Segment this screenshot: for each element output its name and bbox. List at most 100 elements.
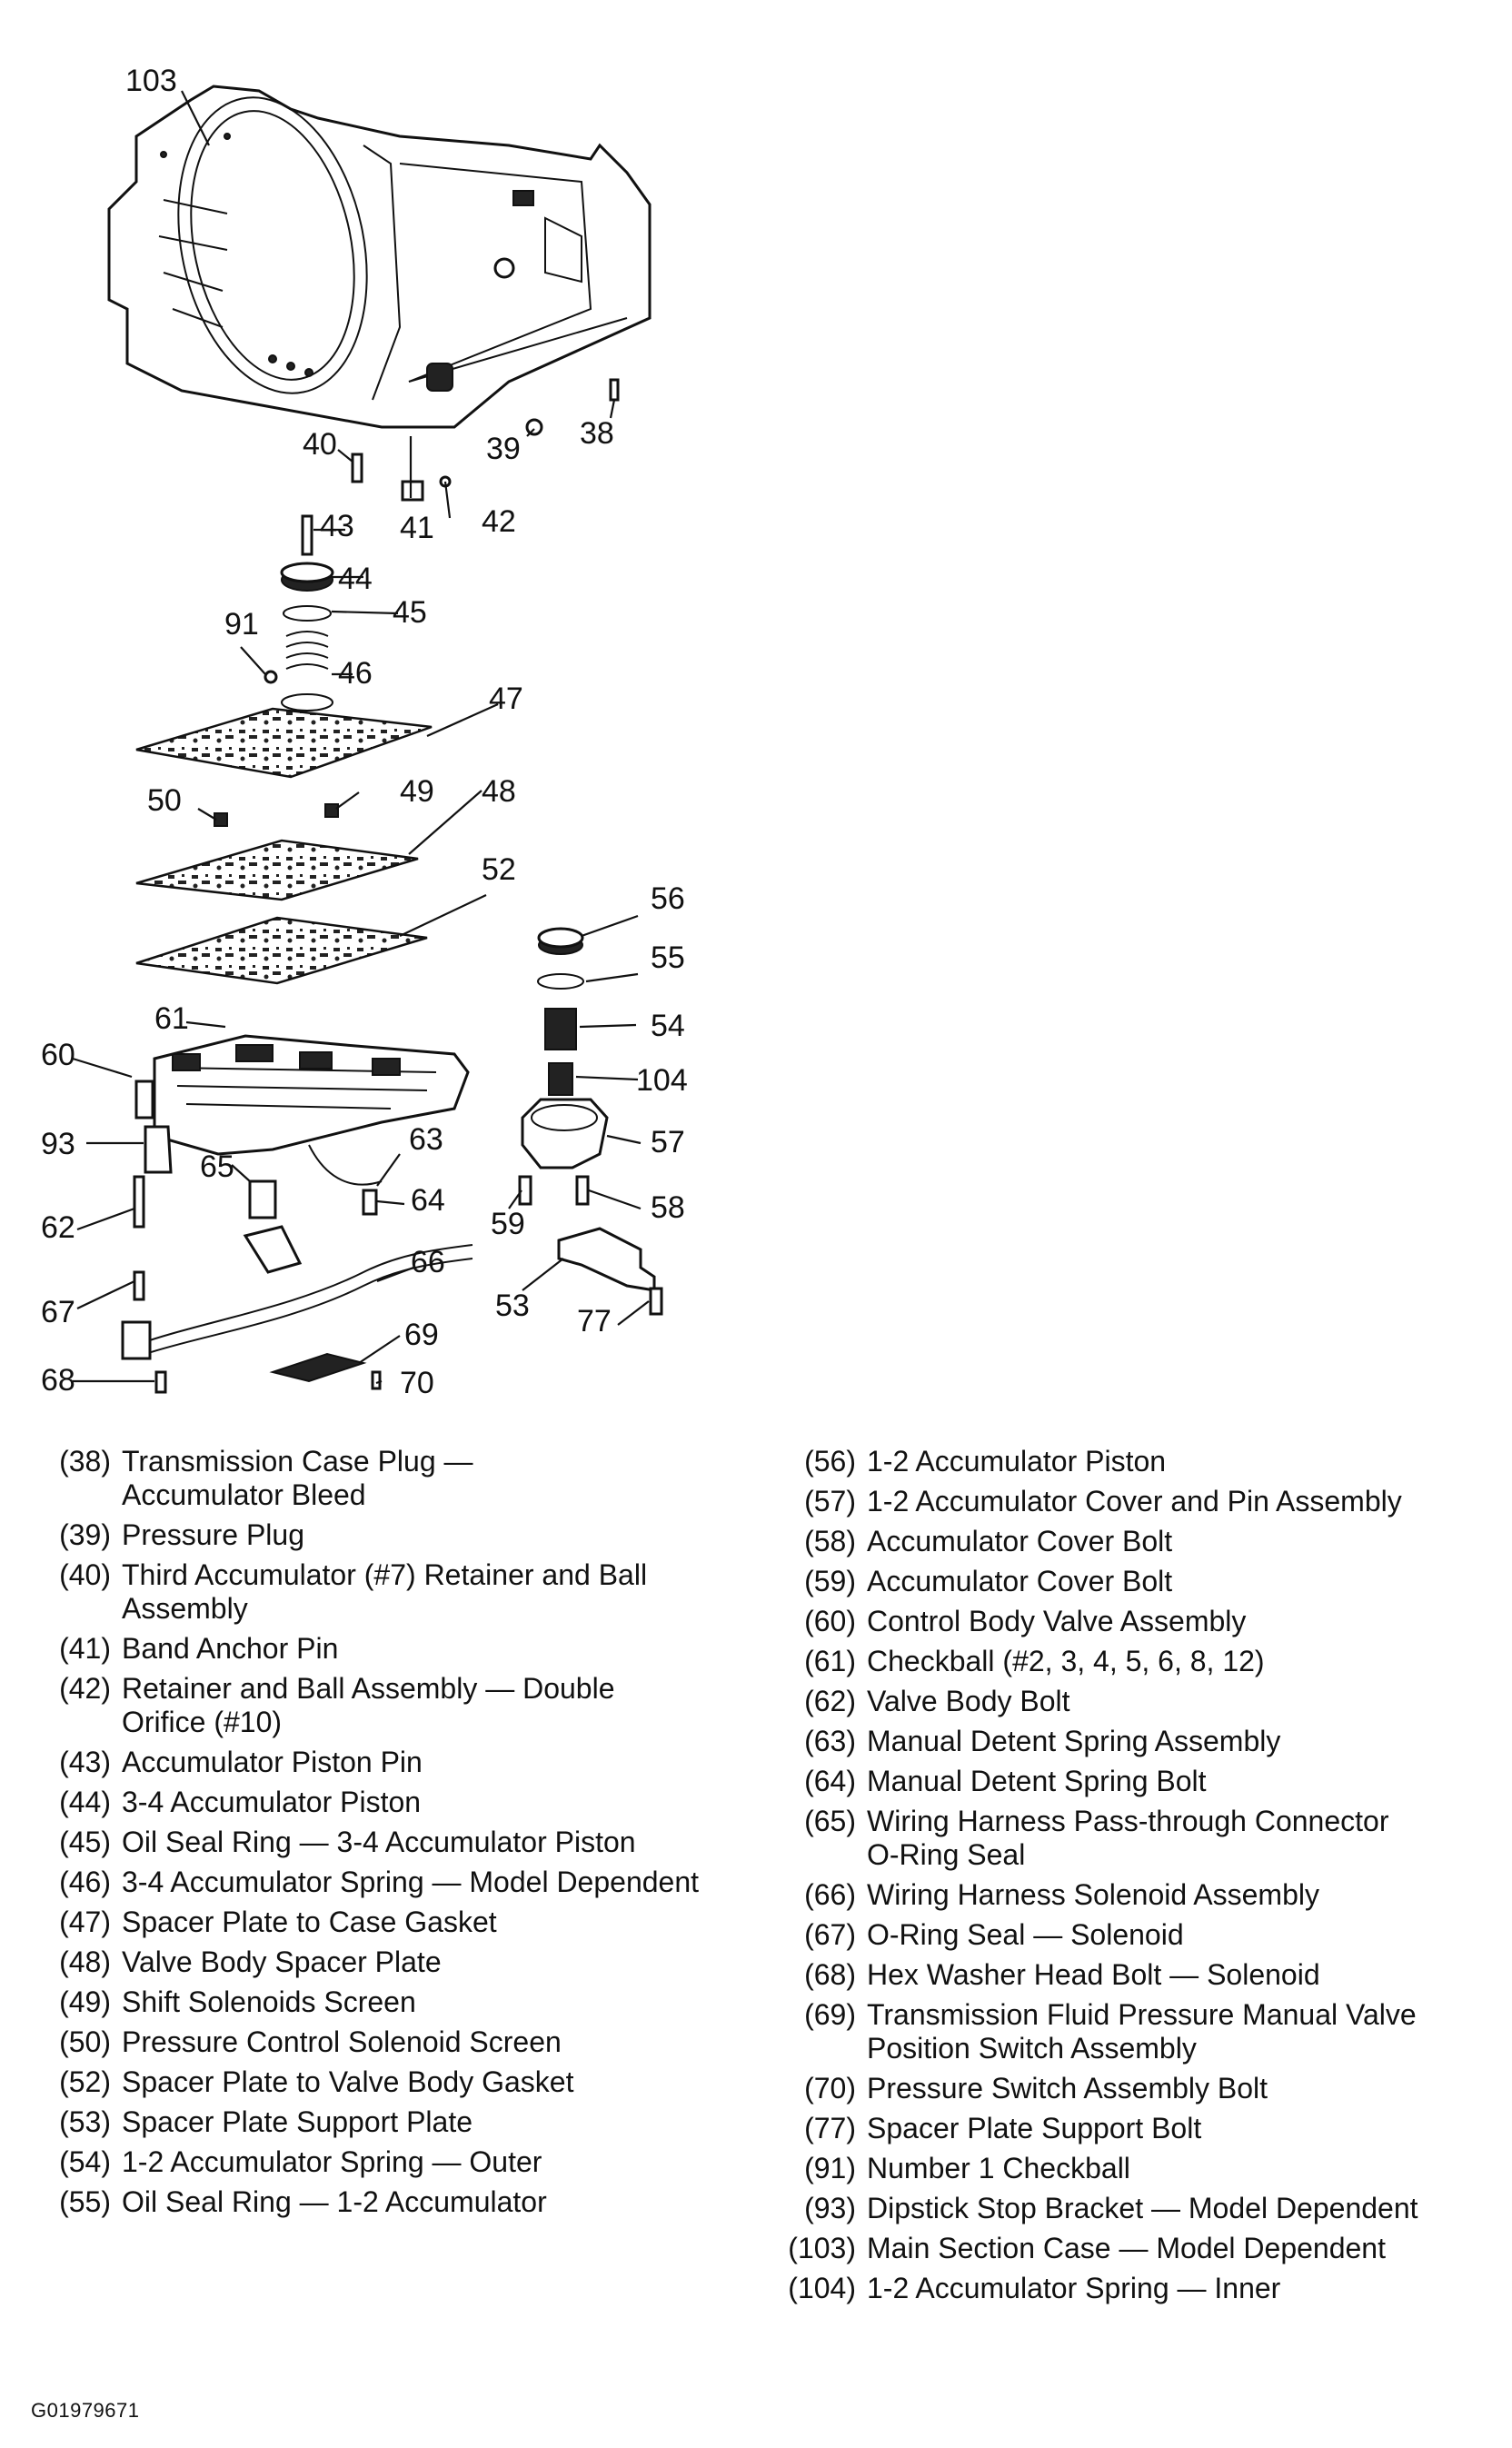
- legend-item: (93)Dipstick Stop Bracket — Model Depend…: [772, 2192, 1490, 2225]
- legend-item: (55)Oil Seal Ring — 1-2 Accumulator: [31, 2185, 785, 2219]
- callout-label: 45: [393, 595, 427, 630]
- harness-and-detent-drawing: [121, 1125, 473, 1394]
- legend-description: 1-2 Accumulator Spring — Inner: [867, 2272, 1281, 2304]
- callout-label: 50: [147, 783, 182, 818]
- legend-description: Spacer Plate to Valve Body Gasket: [122, 2065, 574, 2098]
- callout-label: 103: [125, 64, 177, 98]
- legend-item: (91) Number 1 Checkball: [772, 2152, 1490, 2185]
- callout-label: 60: [41, 1038, 75, 1072]
- legend-item: (104) 1-2 Accumulator Spring — Inner: [772, 2272, 1490, 2305]
- callout-label: 48: [482, 774, 516, 809]
- legend-number: (54): [59, 2145, 111, 2178]
- callout-label: 66: [411, 1245, 445, 1279]
- legend-number: (56): [804, 1445, 856, 1478]
- callout-label: 77: [577, 1304, 612, 1338]
- parts-legend: (38)Transmission Case Plug — Accumulator…: [0, 1445, 1512, 2363]
- legend-number: (52): [59, 2065, 111, 2098]
- legend-description: Wiring Harness Solenoid Assembly: [867, 1878, 1319, 1911]
- legend-number: (67): [804, 1918, 856, 1951]
- accumulator-1-2-drawing: [518, 927, 663, 1316]
- legend-number: (69): [804, 1998, 856, 2031]
- legend-description: Checkball (#2, 3, 4, 5, 6, 8, 12): [867, 1645, 1265, 1677]
- legend-number: (42): [59, 1672, 111, 1705]
- legend-item: (39)Pressure Plug: [31, 1518, 785, 1552]
- legend-number: (48): [59, 1945, 111, 1978]
- callout-label: 56: [651, 881, 685, 916]
- legend-item: (56)1-2 Accumulator Piston: [772, 1445, 1490, 1478]
- legend-item: (66)Wiring Harness Solenoid Assembly: [772, 1878, 1490, 1912]
- legend-item: (48)Valve Body Spacer Plate: [31, 1945, 785, 1979]
- legend-description: Spacer Plate Support Bolt: [867, 2112, 1202, 2144]
- legend-item: (70)Pressure Switch Assembly Bolt: [772, 2072, 1490, 2105]
- valve-body-drawing: [134, 1034, 470, 1156]
- legend-description: Control Body Valve Assembly: [867, 1605, 1247, 1637]
- legend-item: (61) Checkball (#2, 3, 4, 5, 6, 8, 12): [772, 1645, 1490, 1678]
- callout-label: 67: [41, 1295, 75, 1329]
- legend-item: (68)Hex Washer Head Bolt — Solenoid: [772, 1958, 1490, 1992]
- callout-label: 46: [338, 656, 373, 691]
- callout-label: 38: [580, 416, 614, 451]
- legend-number: (91): [804, 2152, 856, 2184]
- legend-item: (60)Control Body Valve Assembly: [772, 1605, 1490, 1638]
- figure-id: G01979671: [31, 2399, 140, 2422]
- legend-number: (61): [804, 1645, 856, 1677]
- legend-number: (58): [804, 1525, 856, 1557]
- legend-number: (77): [804, 2112, 856, 2144]
- legend-item: (45) Oil Seal Ring — 3-4 Accumulator Pist…: [31, 1826, 785, 1859]
- legend-number: (65): [804, 1805, 856, 1837]
- callout-label: 104: [636, 1063, 688, 1098]
- legend-description: 1-2 Accumulator Cover and Pin Assembly: [867, 1485, 1402, 1518]
- legend-item: (52) Spacer Plate to Valve Body Gasket: [31, 2065, 785, 2099]
- leader-lines: [72, 90, 650, 1385]
- legend-number: (93): [804, 2192, 856, 2224]
- legend-number: (44): [59, 1786, 111, 1818]
- callout-label: 57: [651, 1125, 685, 1159]
- legend-description: Manual Detent Spring Assembly: [867, 1725, 1281, 1757]
- callout-label: 44: [338, 562, 373, 596]
- legend-number: (59): [804, 1565, 856, 1597]
- callout-label: 42: [482, 504, 516, 539]
- callout-label: 65: [200, 1149, 234, 1184]
- legend-description: Third Accumulator (#7) Retainer and Ball…: [122, 1558, 648, 1625]
- legend-item: (67)O-Ring Seal — Solenoid: [772, 1918, 1490, 1952]
- legend-item: (63)Manual Detent Spring Assembly: [772, 1725, 1490, 1758]
- callout-label: 70: [400, 1366, 434, 1400]
- legend-number: (57): [804, 1485, 856, 1518]
- legend-description: Accumulator Cover Bolt: [867, 1525, 1173, 1557]
- callout-label: 58: [651, 1190, 685, 1225]
- legend-number: (40): [59, 1558, 111, 1591]
- legend-item: (40) Third Accumulator (#7) Retainer and …: [31, 1558, 785, 1626]
- callout-label: 69: [404, 1318, 439, 1352]
- callout-label: 59: [491, 1207, 525, 1241]
- spacer-plates-drawing: [135, 707, 433, 985]
- callout-label: 40: [303, 427, 337, 462]
- legend-description: Number 1 Checkball: [867, 2152, 1130, 2184]
- legend-description: Pressure Switch Assembly Bolt: [867, 2072, 1268, 2105]
- legend-description: Transmission Fluid Pressure Manual Valve…: [867, 1998, 1417, 2065]
- callout-label: 49: [400, 774, 434, 809]
- callout-label: 68: [41, 1363, 75, 1398]
- legend-number: (45): [59, 1826, 111, 1858]
- legend-description: Band Anchor Pin: [122, 1632, 339, 1665]
- legend-description: Transmission Case Plug — Accumulator Ble…: [122, 1445, 473, 1511]
- legend-description: Oil Seal Ring — 1-2 Accumulator: [122, 2185, 547, 2218]
- legend-item: (50)Pressure Control Solenoid Screen: [31, 2025, 785, 2059]
- legend-number: (64): [804, 1765, 856, 1797]
- callout-label: 93: [41, 1127, 75, 1161]
- callout-labels: 103 40 39 38 41 42 43 44 45 91 46 47 50 …: [41, 64, 688, 1400]
- legend-item: (57) 1-2 Accumulator Cover and Pin Assemb…: [772, 1485, 1490, 1518]
- legend-description: Retainer and Ball Assembly — Double Orif…: [122, 1672, 615, 1738]
- callout-label: 47: [489, 682, 523, 716]
- legend-item: (46)3-4 Accumulator Spring — Model Depen…: [31, 1866, 785, 1899]
- legend-item: (49)Shift Solenoids Screen: [31, 1985, 785, 2019]
- legend-description: Manual Detent Spring Bolt: [867, 1765, 1207, 1797]
- legend-description: Shift Solenoids Screen: [122, 1985, 416, 2018]
- legend-item: (65)Wiring Harness Pass-through Connecto…: [772, 1805, 1490, 1872]
- callout-label: 61: [154, 1001, 189, 1036]
- legend-item: (53)Spacer Plate Support Plate: [31, 2105, 785, 2139]
- legend-item: (58) Accumulator Cover Bolt: [772, 1525, 1490, 1558]
- legend-description: Oil Seal Ring — 3-4 Accumulator Piston: [122, 1826, 636, 1858]
- legend-description: Pressure Control Solenoid Screen: [122, 2025, 562, 2058]
- legend-number: (104): [788, 2272, 856, 2304]
- main-case-drawing: [107, 85, 652, 429]
